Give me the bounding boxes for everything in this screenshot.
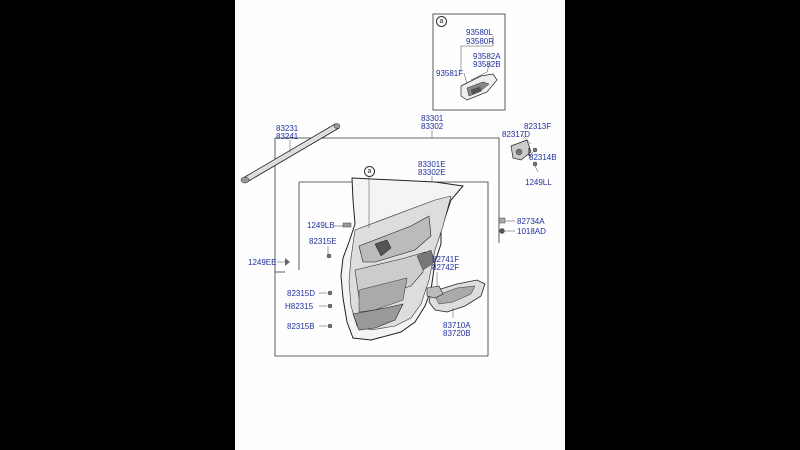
label-83241: 83241	[276, 132, 299, 141]
label-H82315: H82315	[285, 302, 314, 311]
label-1249LB: 1249LB	[307, 221, 335, 230]
label-82315E: 82315E	[309, 237, 337, 246]
label-1018AD: 1018AD	[517, 227, 546, 236]
fastener-parts	[285, 217, 506, 329]
label-93581F: 93581F	[436, 69, 464, 78]
label-1249EE: 1249EE	[248, 258, 277, 267]
label-83720B: 83720B	[443, 329, 471, 338]
label-82741F: 82741F	[432, 255, 460, 264]
detail-box	[432, 13, 506, 111]
label-82313F: 82313F	[524, 122, 552, 131]
label-82315B: 82315B	[287, 322, 315, 331]
parts-diagram-drawing	[240, 13, 539, 357]
label-1249LL: 1249LL	[525, 178, 552, 187]
label-83301: 83301	[421, 114, 444, 123]
outer-panel-box	[275, 137, 500, 243]
detail-a-callout: a	[436, 16, 447, 27]
label-82315D: 82315D	[287, 289, 316, 298]
label-93582B: 93582B	[473, 60, 501, 69]
door-trim-panel	[340, 177, 464, 341]
window-switch-part	[460, 73, 498, 101]
label-83302: 83302	[421, 122, 444, 131]
hinge-bracket-part	[510, 139, 538, 167]
label-82314B: 82314B	[529, 153, 557, 162]
panel-a-callout: a	[364, 166, 375, 177]
label-93580L: 93580L	[466, 28, 493, 37]
label-82317D: 82317D	[502, 130, 531, 139]
label-82742F: 82742F	[432, 263, 460, 272]
label-93580R: 93580R	[466, 37, 495, 46]
bracket-part	[426, 285, 444, 299]
weatherstrip-part	[240, 123, 341, 184]
label-82734A: 82734A	[517, 217, 545, 226]
label-83301E: 83301E	[418, 160, 446, 169]
label-93582A: 93582A	[473, 52, 501, 61]
label-83302E: 83302E	[418, 168, 446, 177]
armrest-part	[428, 279, 486, 313]
label-83231: 83231	[276, 124, 299, 133]
parts-diagram-page: a a 93580L 93580R 93582A 93582B 93581F 8…	[235, 0, 565, 450]
label-83710A: 83710A	[443, 321, 471, 330]
